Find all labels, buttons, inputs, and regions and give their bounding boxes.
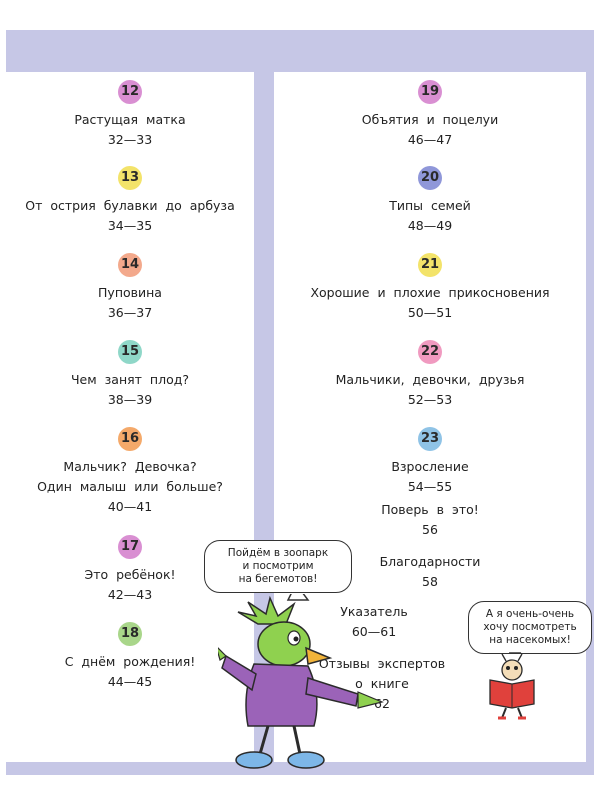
- section-title: Благодарности: [379, 554, 481, 569]
- contents-entry[interactable]: 23 Взросление 54—55: [274, 427, 586, 497]
- contents-entry[interactable]: Указатель 60—61: [274, 602, 494, 642]
- contents-entry[interactable]: 12 Растущая матка 32—33: [6, 80, 254, 150]
- chapter-title: Типы семей: [389, 198, 471, 213]
- chapter-number-badge: 16: [118, 427, 142, 451]
- chapter-pages: 38—39: [107, 392, 153, 407]
- bubble-line: и посмотрим: [242, 560, 314, 572]
- contents-page: 12 Растущая матка 32—33 13 От острия бул…: [6, 30, 594, 775]
- bubble-line: А я очень-очень: [485, 608, 575, 620]
- chapter-title: Пуповина: [98, 285, 162, 300]
- speech-bubble-bird: Пойдём в зоопарк и посмотрим на бегемото…: [204, 540, 352, 593]
- bug-character-illustration: [489, 652, 535, 720]
- chapter-title: Мальчики, девочки, друзья: [335, 372, 525, 387]
- chapter-pages: 32—33: [107, 132, 153, 147]
- speech-bubble-bug: А я очень-очень хочу посмотреть на насек…: [468, 601, 592, 654]
- chapter-number-badge: 22: [418, 340, 442, 364]
- chapter-title: Это ребёнок!: [84, 567, 176, 582]
- section-title: Поверь в это!: [381, 502, 479, 517]
- chapter-title: Хорошие и плохие прикосновения: [310, 285, 550, 300]
- contents-entry[interactable]: 19 Объятия и поцелуи 46—47: [274, 80, 586, 150]
- section-pages: 56: [422, 522, 438, 537]
- contents-entry[interactable]: Благодарности 58: [274, 552, 586, 592]
- chapter-number-badge: 14: [118, 253, 142, 277]
- chapter-number-badge: 12: [118, 80, 142, 104]
- contents-entry[interactable]: 15 Чем занят плод? 38—39: [6, 340, 254, 410]
- contents-entry[interactable]: 21 Хорошие и плохие прикосновения 50—51: [274, 253, 586, 323]
- chapter-pages: 42—43: [107, 587, 153, 602]
- chapter-title: С днём рождения!: [64, 654, 196, 669]
- chapter-pages: 52—53: [407, 392, 453, 407]
- chapter-pages: 50—51: [407, 305, 453, 320]
- chapter-pages: 54—55: [407, 479, 453, 494]
- bubble-line: на насекомых!: [489, 634, 571, 646]
- bird-character-illustration: [218, 594, 384, 769]
- chapter-title: Мальчик? Девочка?: [63, 459, 197, 474]
- chapter-title: Чем занят плод?: [70, 372, 189, 387]
- bubble-line: Пойдём в зоопарк: [227, 547, 329, 559]
- chapter-pages: 34—35: [107, 218, 153, 233]
- chapter-number-badge: 23: [418, 427, 442, 451]
- contents-entry[interactable]: 20 Типы семей 48—49: [274, 166, 586, 236]
- chapter-number-badge: 17: [118, 535, 142, 559]
- contents-entry[interactable]: 16 Мальчик? Девочка? Один малыш или боль…: [6, 427, 254, 517]
- contents-entry[interactable]: 22 Мальчики, девочки, друзья 52—53: [274, 340, 586, 410]
- section-title: Отзывы экспертов: [318, 656, 446, 671]
- chapter-number-badge: 13: [118, 166, 142, 190]
- chapter-title: Взросление: [391, 459, 469, 474]
- chapter-pages: 46—47: [407, 132, 453, 147]
- section-title-line2: о книге: [355, 676, 409, 691]
- contents-column-left: 12 Растущая матка 32—33 13 От острия бул…: [6, 72, 254, 762]
- chapter-number-badge: 21: [418, 253, 442, 277]
- bubble-line: хочу посмотреть: [483, 621, 577, 633]
- chapter-title: Растущая матка: [74, 112, 186, 127]
- chapter-pages: 36—37: [107, 305, 153, 320]
- section-title: Указатель: [340, 604, 408, 619]
- chapter-pages: 44—45: [107, 674, 153, 689]
- chapter-pages: 40—41: [107, 499, 153, 514]
- section-pages: 58: [422, 574, 438, 589]
- chapter-pages: 48—49: [407, 218, 453, 233]
- chapter-number-badge: 19: [418, 80, 442, 104]
- contents-entry[interactable]: Поверь в это! 56: [274, 500, 586, 540]
- chapter-number-badge: 15: [118, 340, 142, 364]
- chapter-title: От острия булавки до арбуза: [25, 198, 235, 213]
- contents-entry[interactable]: 13 От острия булавки до арбуза 34—35: [6, 166, 254, 236]
- chapter-title: Объятия и поцелуи: [361, 112, 499, 127]
- chapter-title-line2: Один малыш или больше?: [37, 479, 223, 494]
- contents-entry[interactable]: 18 С днём рождения! 44—45: [6, 622, 254, 692]
- chapter-number-badge: 18: [118, 622, 142, 646]
- contents-entry[interactable]: 14 Пуповина 36—37: [6, 253, 254, 323]
- bubble-line: на бегемотов!: [238, 573, 318, 585]
- section-pages: 60—61: [351, 624, 397, 639]
- contents-entry[interactable]: 17 Это ребёнок! 42—43: [6, 535, 254, 605]
- chapter-number-badge: 20: [418, 166, 442, 190]
